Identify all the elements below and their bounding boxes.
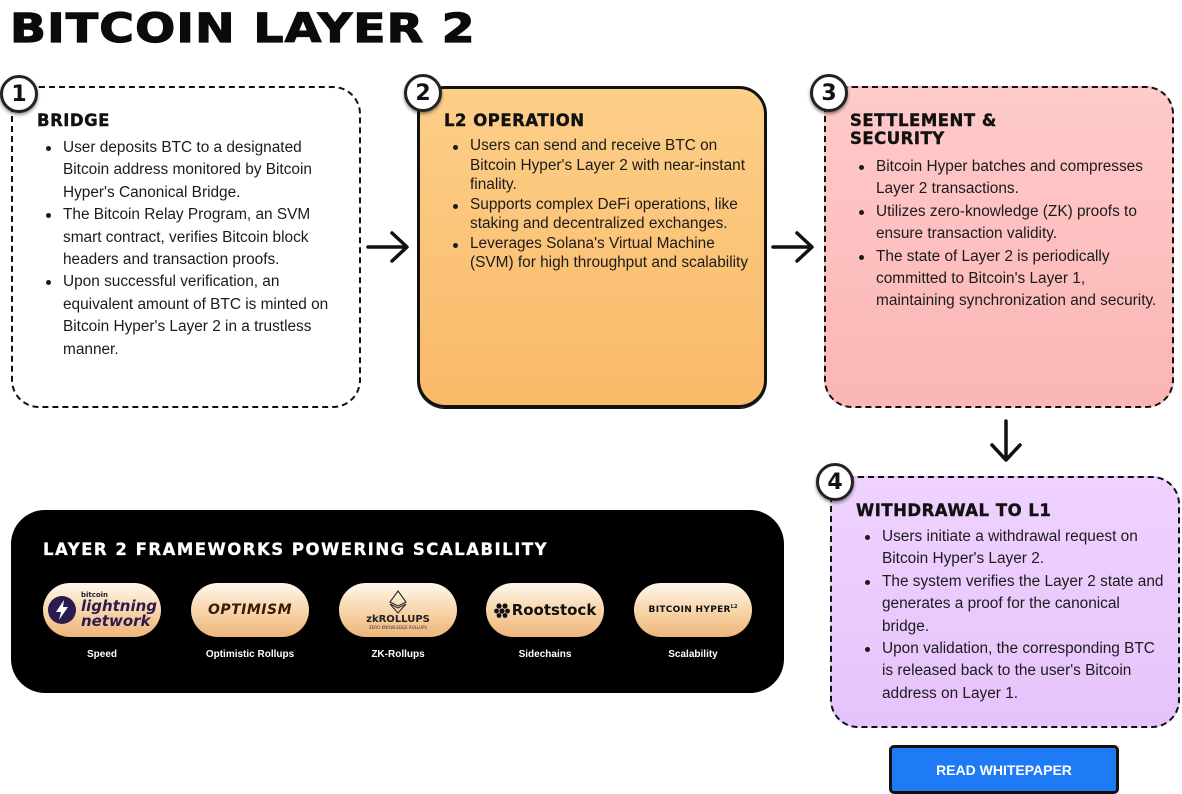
list-item: The Bitcoin Relay Program, an SVM smart … <box>41 204 345 271</box>
rootstock-icon <box>493 603 510 618</box>
step-heading: L2 OPERATION <box>444 111 585 130</box>
step-heading: WITHDRAWAL TO L1 <box>856 501 1052 520</box>
frameworks-title: LAYER 2 FRAMEWORKS POWERING SCALABILITY <box>43 540 549 559</box>
step-card-bridge: BRIDGE User deposits BTC to a designated… <box>11 86 361 408</box>
step-card-l2-operation: L2 OPERATION Users can send and receive … <box>417 86 767 408</box>
step-number-badge: 1 <box>0 75 38 113</box>
framework-label: Optimistic Rollups <box>205 649 295 660</box>
lightning-logo-line1: lightning <box>80 597 158 615</box>
rootstock-logo-text: Rootstock <box>511 601 597 619</box>
list-item: Users initiate a withdrawal request on B… <box>860 526 1164 571</box>
list-item: The state of Layer 2 is periodically com… <box>854 246 1158 313</box>
step-heading: BRIDGE <box>37 111 110 130</box>
list-item: Leverages Solana's Virtual Machine (SVM)… <box>448 234 750 273</box>
framework-logo-optimism: OPTIMISM <box>191 583 309 637</box>
step-number-badge: 3 <box>810 74 848 112</box>
ethereum-diamond-icon <box>389 590 407 614</box>
read-whitepaper-button[interactable]: READ WHITEPAPER <box>889 745 1119 794</box>
framework-label: Speed <box>86 649 117 660</box>
step-points: Bitcoin Hyper batches and compresses Lay… <box>854 156 1158 313</box>
bitcoin-hyper-logo-text: BITCOIN HYPER <box>648 605 731 615</box>
framework-logo-rootstock: Rootstock <box>486 583 604 637</box>
page-title: BITCOIN LAYER 2 <box>9 5 476 52</box>
list-item: Upon successful verification, an equival… <box>41 271 345 361</box>
step-heading: SETTLEMENT & SECURITY <box>850 111 997 148</box>
arrow-right-icon <box>366 231 409 263</box>
lightning-logo-small: bitcoin <box>80 591 109 599</box>
step-card-settlement-security: SETTLEMENT & SECURITY Bitcoin Hyper batc… <box>824 86 1174 408</box>
step-points: Users can send and receive BTC on Bitcoi… <box>448 136 750 273</box>
list-item: Utilizes zero-knowledge (ZK) proofs to e… <box>854 201 1158 246</box>
arrow-right-icon <box>771 231 814 263</box>
lightning-bolt-icon <box>47 596 76 624</box>
frameworks-panel: LAYER 2 FRAMEWORKS POWERING SCALABILITY … <box>11 510 784 693</box>
list-item: User deposits BTC to a designated Bitcoi… <box>41 137 345 204</box>
optimism-logo-text: OPTIMISM <box>207 602 293 618</box>
step-number-badge: 2 <box>404 74 442 112</box>
arrow-down-icon <box>990 419 1022 462</box>
framework-logo-lightning: bitcoin lightning network <box>43 583 161 637</box>
list-item: Supports complex DeFi operations, like s… <box>448 195 750 234</box>
step-points: User deposits BTC to a designated Bitcoi… <box>41 137 345 361</box>
framework-label: Sidechains <box>518 649 572 660</box>
framework-logo-bitcoin-hyper: BITCOIN HYPER L2 <box>634 583 752 637</box>
zkrollups-logo-sub: ZERO KNOWLEDGE ROLLUPS <box>369 625 427 630</box>
step-points: Users initiate a withdrawal request on B… <box>860 526 1164 705</box>
framework-label: Scalability <box>668 649 718 660</box>
framework-label: ZK-Rollups <box>371 649 425 660</box>
step-number-badge: 4 <box>816 463 854 501</box>
list-item: Upon validation, the corresponding BTC i… <box>860 638 1164 705</box>
list-item: The system verifies the Layer 2 state an… <box>860 571 1164 638</box>
framework-logo-zkrollups: zkROLLUPS ZERO KNOWLEDGE ROLLUPS <box>339 583 457 637</box>
lightning-logo-line2: network <box>80 612 151 630</box>
step-card-withdrawal: WITHDRAWAL TO L1 Users initiate a withdr… <box>830 476 1180 728</box>
zkrollups-logo-text: zkROLLUPS <box>366 614 430 625</box>
list-item: Bitcoin Hyper batches and compresses Lay… <box>854 156 1158 201</box>
list-item: Users can send and receive BTC on Bitcoi… <box>448 136 750 195</box>
bitcoin-hyper-logo-sup: L2 <box>730 604 738 610</box>
